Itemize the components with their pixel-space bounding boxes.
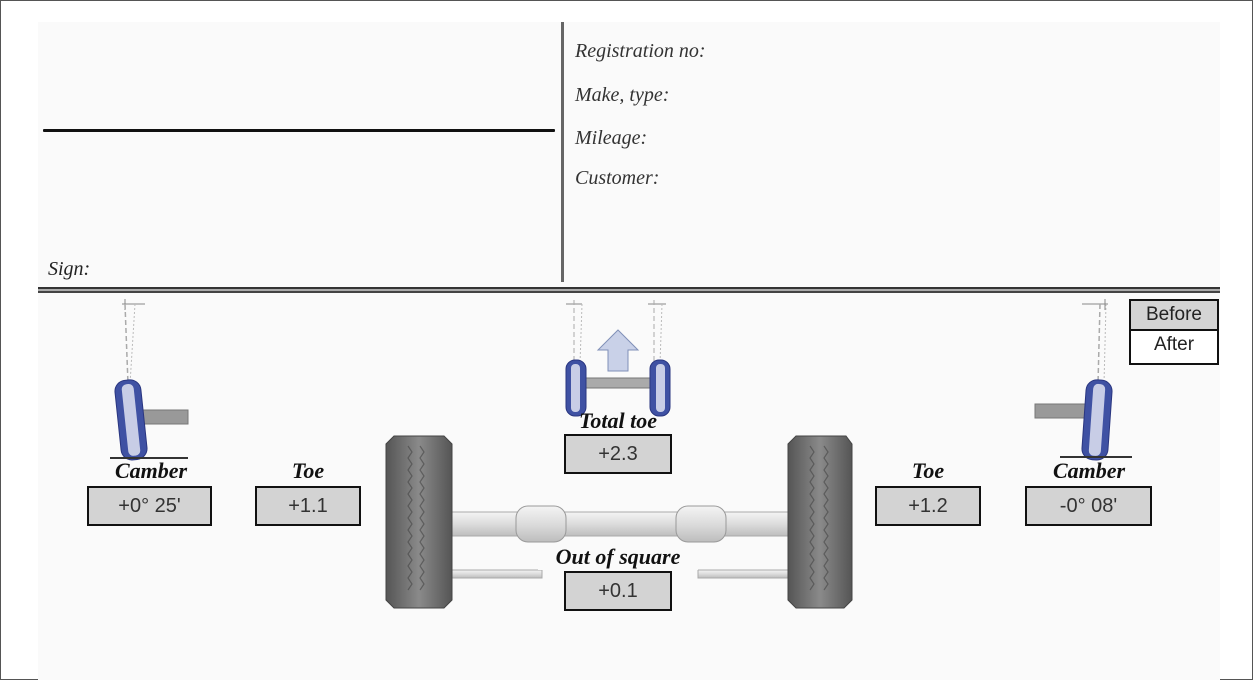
total-toe-value: +2.3 bbox=[564, 434, 672, 474]
right-camber-label: Camber bbox=[1052, 458, 1126, 483]
forward-arrow-icon bbox=[596, 329, 640, 372]
left-toe-value: +1.1 bbox=[255, 486, 361, 526]
sign-label: Sign: bbox=[48, 258, 91, 280]
right-camber-wheel-icon bbox=[1034, 299, 1132, 461]
signature-line bbox=[43, 129, 555, 132]
right-toe-value: +1.2 bbox=[875, 486, 981, 526]
total-toe-icon bbox=[565, 300, 671, 417]
axle-illustration bbox=[385, 435, 853, 609]
right-camber-value: -0° 08' bbox=[1025, 486, 1152, 526]
out-of-square-label: Out of square bbox=[538, 544, 698, 570]
registration-label: Registration no: bbox=[575, 40, 706, 62]
make-type-label: Make, type: bbox=[575, 84, 670, 106]
legend-before[interactable]: Before bbox=[1129, 299, 1219, 331]
left-camber-value: +0° 25' bbox=[87, 486, 212, 526]
legend: Before After bbox=[1129, 299, 1219, 365]
left-toe-label: Toe bbox=[291, 458, 325, 483]
section-divider bbox=[38, 287, 1220, 293]
out-of-square-value: +0.1 bbox=[564, 571, 672, 611]
right-toe-label: Toe bbox=[911, 458, 945, 483]
legend-after[interactable]: After bbox=[1129, 331, 1219, 365]
left-camber-wheel-icon bbox=[110, 299, 189, 461]
mileage-label: Mileage: bbox=[575, 127, 648, 149]
left-camber-label: Camber bbox=[114, 458, 188, 483]
total-toe-label: Total toe bbox=[578, 408, 658, 433]
header-divider bbox=[561, 22, 564, 282]
customer-label: Customer: bbox=[575, 167, 660, 189]
